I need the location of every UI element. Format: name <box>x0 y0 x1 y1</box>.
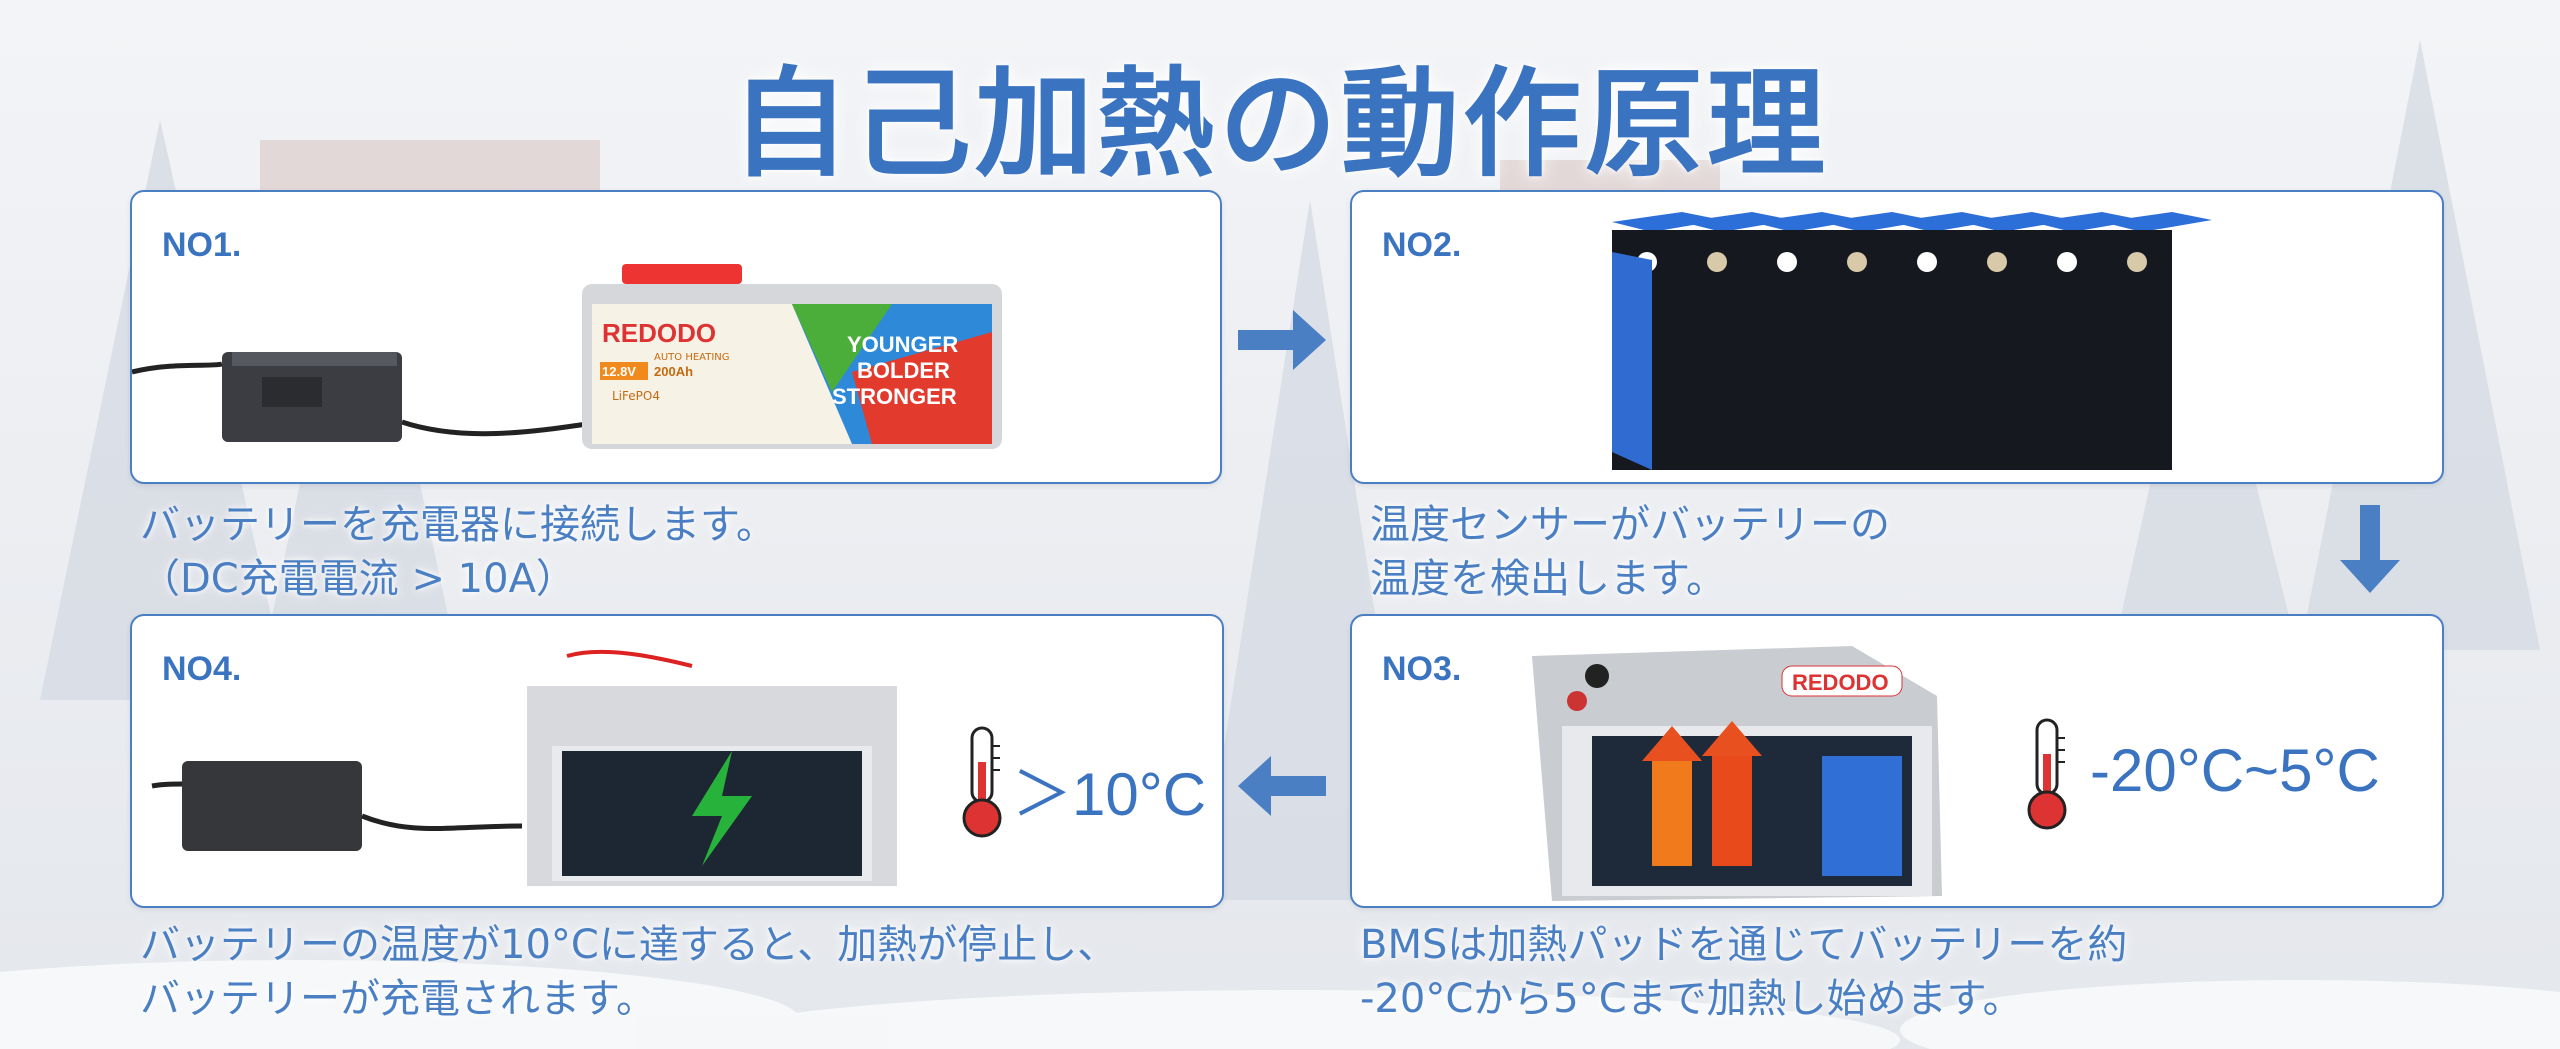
step-panel-4: NO4. ＞10°C <box>130 614 1224 908</box>
temperature-threshold: ＞10°C <box>1012 761 1207 828</box>
arrow-right-icon <box>1238 310 1326 370</box>
cell-terminal <box>2127 252 2147 272</box>
caption-line: 温度センサーがバッテリーの <box>1370 502 1890 548</box>
thermometer-icon <box>2027 718 2067 830</box>
battery-capacity: 200Ah <box>654 364 693 379</box>
step-panel-3: NO3. REDODO -20°C~5°C <box>1350 614 2444 908</box>
step-label: NO3. <box>1382 650 1462 688</box>
step-label: NO1. <box>162 226 242 264</box>
cell-top <box>1962 212 2072 232</box>
caption-line: バッテリーの温度が10°Cに達すると、加熱が停止し、 <box>140 922 1118 968</box>
battery-feature: AUTO HEATING <box>654 352 730 363</box>
cell-terminal <box>1707 252 1727 272</box>
step-panel-1: NO1. REDODO 12.8V 200Ah AUTO HEATING LiF… <box>130 190 1222 484</box>
step-panel-2: NO2. <box>1350 190 2444 484</box>
caption-line: -20°Cから5°Cまで加熱し始めます。 <box>1360 976 2023 1022</box>
cell-terminal <box>1847 252 1867 272</box>
caption-line: バッテリーを充電器に接続します。 <box>140 502 776 548</box>
step-label: NO4. <box>162 650 242 688</box>
battery-chem: LiFePO4 <box>612 389 660 403</box>
caption-line: バッテリーが充電されます。 <box>140 976 656 1022</box>
cell-terminal <box>1777 252 1797 272</box>
battery-brand-3: REDODO <box>1792 670 1889 695</box>
slogan-1: YOUNGER <box>847 332 958 357</box>
cell-top <box>1822 212 1932 232</box>
step-1-caption: バッテリーを充電器に接続します。 （DC充電電流 > 10A） <box>140 498 776 606</box>
caption-line: 温度を検出します。 <box>1370 556 1726 602</box>
step-3-caption: BMSは加熱パッドを通じてバッテリーを約 -20°Cから5°Cまで加熱し始めます… <box>1360 918 2127 1026</box>
cell-top <box>1612 212 1722 232</box>
cell-top <box>1752 212 1862 232</box>
caption-line: BMSは加熱パッドを通じてバッテリーを約 <box>1360 922 2128 968</box>
cell-top <box>1892 212 2002 232</box>
cell-top <box>2032 212 2142 232</box>
step-label: NO2. <box>1382 226 1462 264</box>
charging-battery-image <box>151 649 897 886</box>
caption-line: （DC充電電流 > 10A） <box>140 556 576 602</box>
battery-brand: REDODO <box>602 318 716 348</box>
page-title: 自己加熱の動作原理 <box>730 55 1829 193</box>
cell-top <box>2102 212 2212 232</box>
step-4-caption: バッテリーの温度が10°Cに達すると、加熱が停止し、 バッテリーが充電されます。 <box>140 918 1117 1026</box>
step-2-caption: 温度センサーがバッテリーの 温度を検出します。 <box>1370 498 1890 606</box>
temperature-range: -20°C~5°C <box>2090 737 2380 804</box>
battery-cells-image <box>1612 212 2212 470</box>
battery-voltage: 12.8V <box>602 364 636 379</box>
cell-terminal <box>1987 252 2007 272</box>
arrow-down-icon <box>2340 505 2400 593</box>
slogan-3: STRONGER <box>832 384 957 409</box>
thermometer-icon <box>962 726 1002 838</box>
heating-battery-image: REDODO <box>1532 646 1942 901</box>
cell-top <box>1682 212 1792 232</box>
charger-with-battery-image: REDODO 12.8V 200Ah AUTO HEATING LiFePO4 … <box>132 264 1002 449</box>
arrow-left-icon <box>1238 756 1326 816</box>
slogan-2: BOLDER <box>857 358 950 383</box>
cell-terminal <box>2057 252 2077 272</box>
cell-side <box>1612 252 1652 470</box>
cell-terminal <box>1917 252 1937 272</box>
